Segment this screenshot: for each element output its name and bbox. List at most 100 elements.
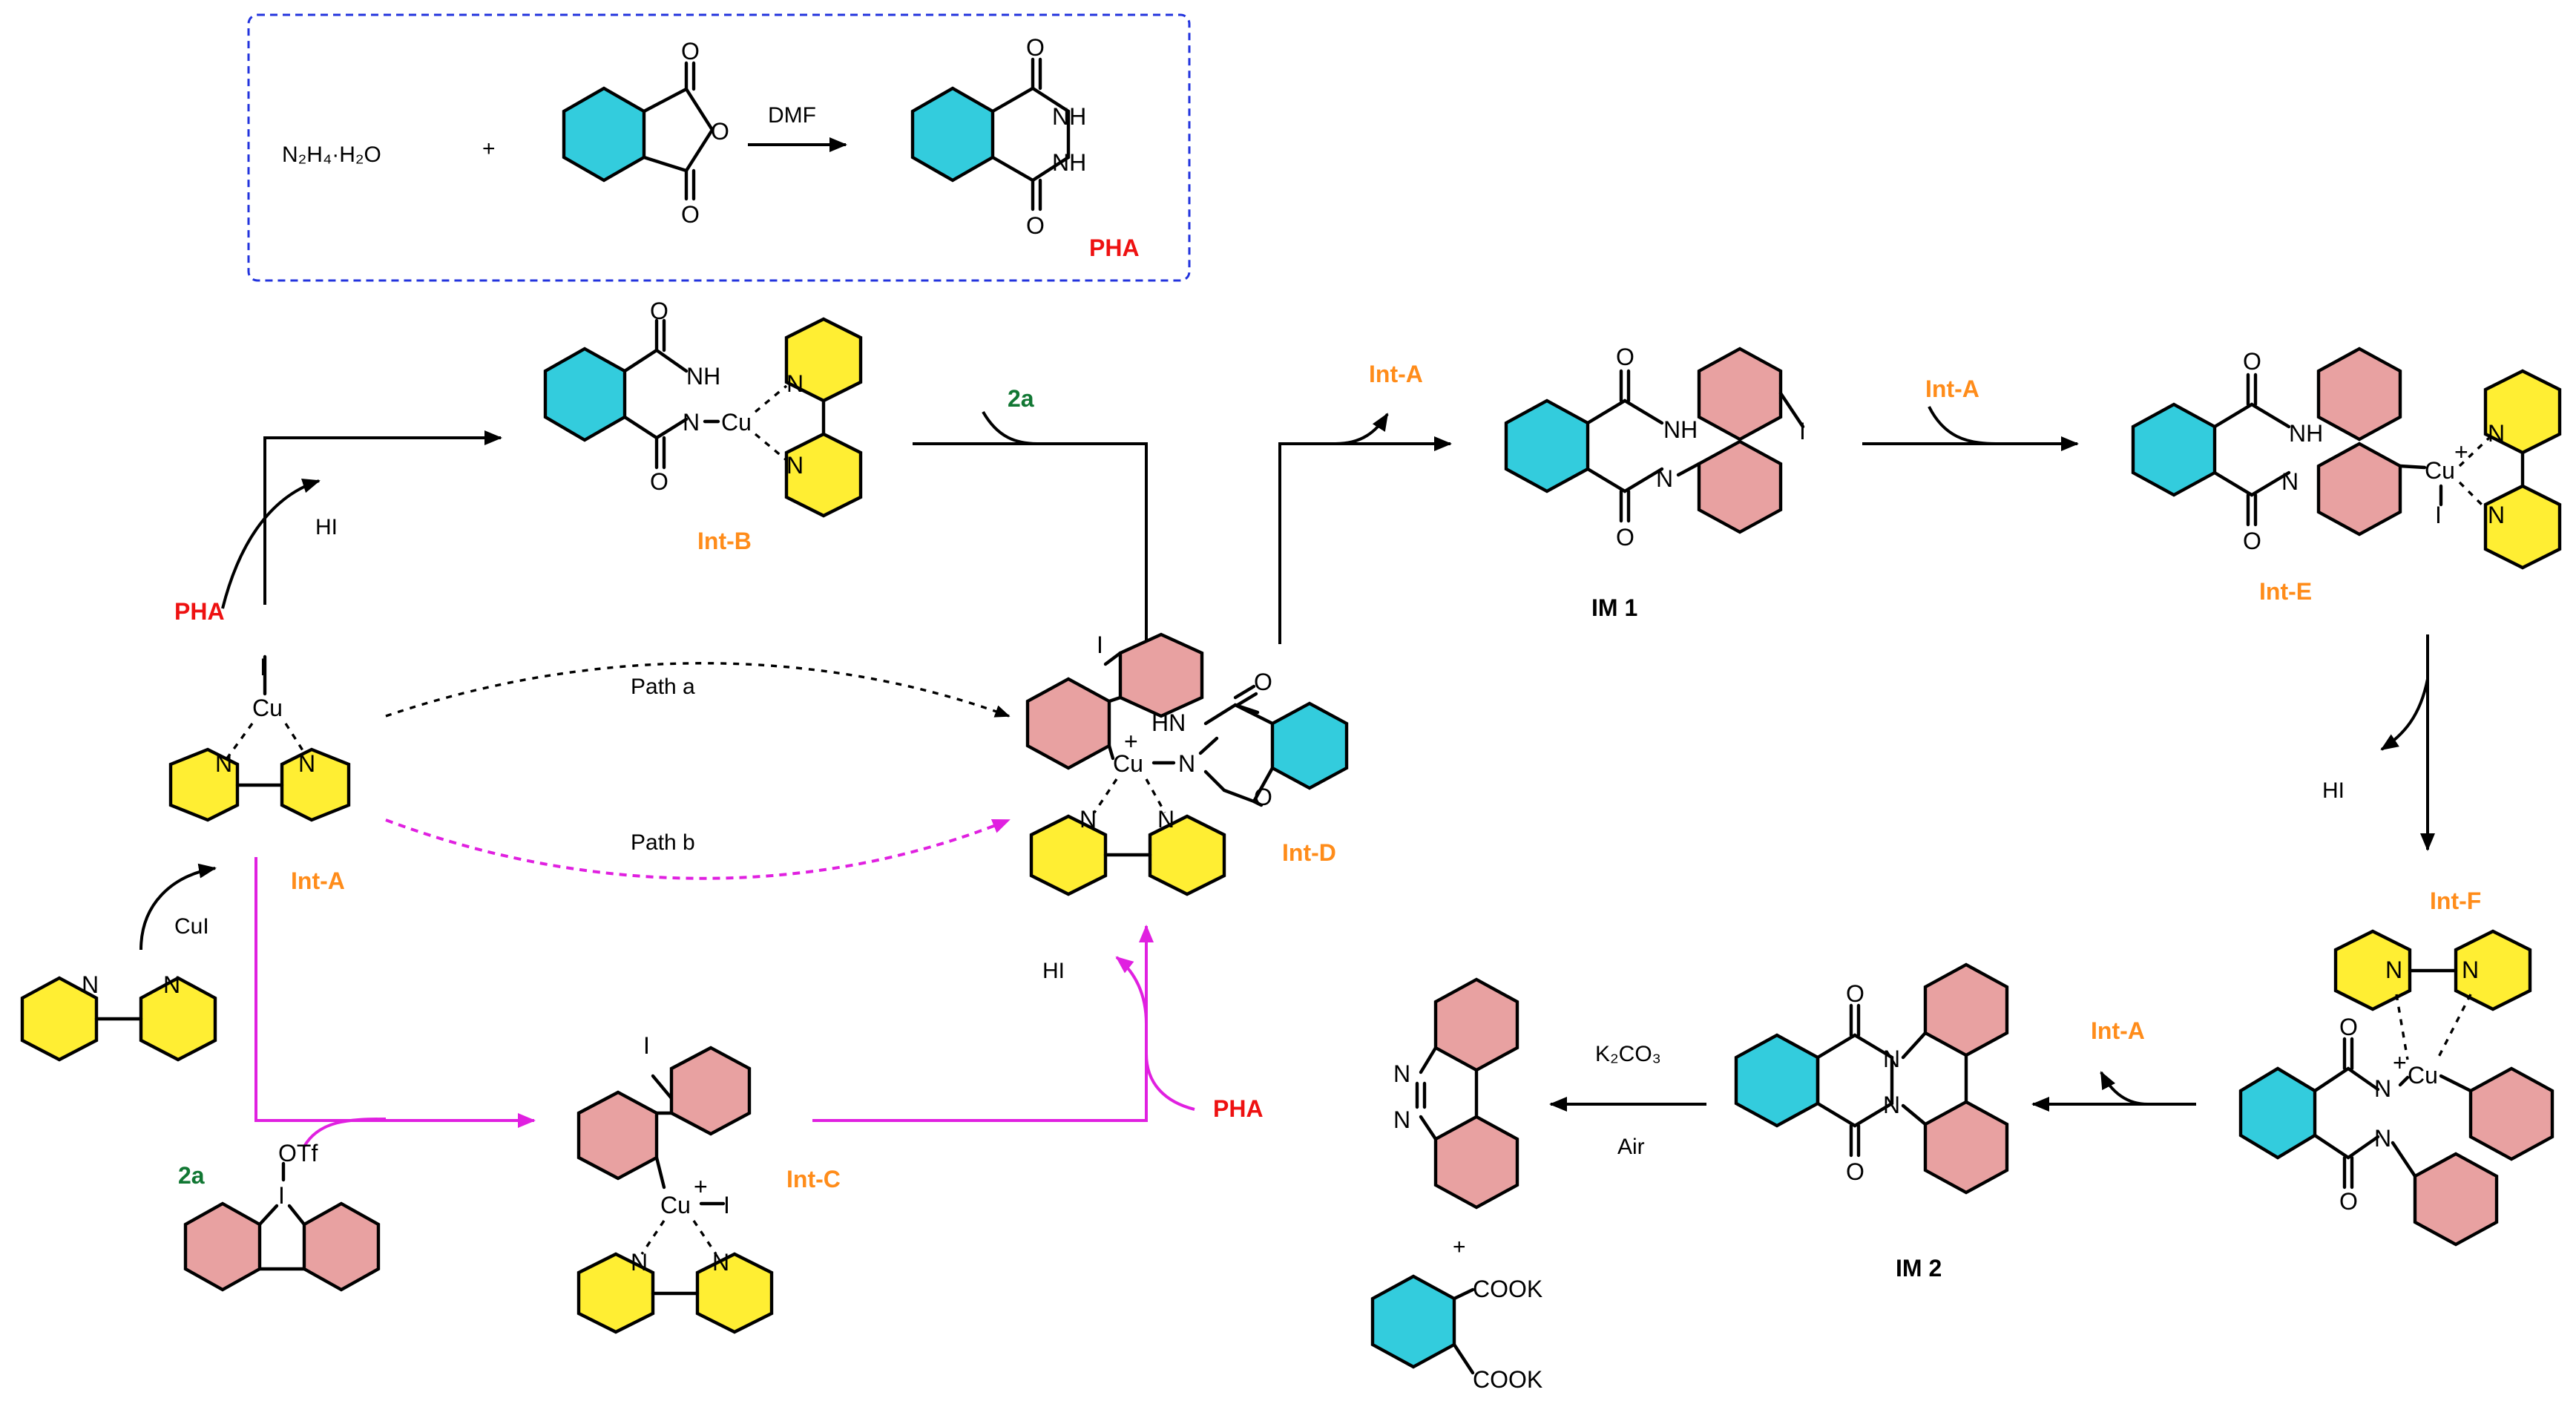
svg-text:NH: NH <box>1052 149 1086 176</box>
svg-text:NH: NH <box>2289 420 2323 447</box>
svg-text:N: N <box>2374 1075 2391 1102</box>
int-a-release-im2-curve <box>2100 1071 2149 1106</box>
int-a-label: Int-A <box>291 867 345 894</box>
svg-text:O: O <box>1616 344 1634 370</box>
svg-text:N: N <box>1883 1046 1900 1072</box>
svg-text:NH: NH <box>1052 103 1086 130</box>
hi-magenta-release-curve <box>1115 956 1148 1025</box>
svg-text:NH: NH <box>1663 416 1698 443</box>
phthalhydrazide-prep-frame <box>247 13 1191 282</box>
svg-text:COOK: COOK <box>1473 1366 1542 1393</box>
k2co3-label: K₂CO₃ <box>1595 1042 1661 1066</box>
svg-text:+: + <box>1124 728 1138 755</box>
svg-text:N: N <box>631 1249 648 1276</box>
int-a-release-curve <box>1335 413 1389 445</box>
im1-structure: O O NH N I <box>1504 344 1806 551</box>
potassium-phthalate-structure: COOK COOK <box>1370 1274 1542 1393</box>
int-d-structure: I Cu + HN N O O N N <box>1025 631 1349 896</box>
svg-text:N: N <box>786 370 804 397</box>
pha-product-label: PHA <box>1089 234 1140 261</box>
svg-text:O: O <box>2339 1014 2358 1040</box>
svg-text:N: N <box>2488 420 2505 447</box>
svg-text:O: O <box>650 468 668 495</box>
hi-release-right-curve <box>2380 678 2429 751</box>
pha-magenta-curve <box>1145 1053 1195 1111</box>
path-a-arrow <box>385 662 1011 718</box>
int-c-structure: I Cu + I N N <box>576 1032 774 1334</box>
svg-text:N: N <box>712 1249 729 1276</box>
svg-text:I: I <box>278 1182 285 1209</box>
diaryl-iodonium-2a-structure: OTf I <box>183 1140 381 1292</box>
phthalic-anhydride-structure: O O O <box>562 38 729 228</box>
pha-left-label: PHA <box>174 598 225 625</box>
pha-to-int-b-arrow <box>263 430 502 605</box>
svg-text:N: N <box>683 409 700 436</box>
svg-text:O: O <box>1846 1158 1864 1185</box>
pha-product-structure: O O NH NH <box>910 34 1086 239</box>
reagent-2a-top-label: 2a <box>1008 385 1034 412</box>
int-f-label: Int-F <box>2430 887 2481 914</box>
dmf-solvent-label: DMF <box>768 103 816 128</box>
svg-text:O: O <box>1846 980 1864 1007</box>
hi-right-label: HI <box>2322 778 2345 803</box>
svg-text:O: O <box>1026 34 1045 61</box>
svg-text:O: O <box>2243 348 2261 375</box>
int-a-structure: I Cu N N <box>168 654 351 822</box>
path-b-arrow <box>385 818 1011 880</box>
int-b-to-int-d-arrow <box>913 442 1154 683</box>
svg-text:O: O <box>681 38 700 65</box>
svg-text:N: N <box>1656 465 1673 492</box>
svg-text:N: N <box>82 971 99 998</box>
svg-text:N: N <box>2374 1125 2391 1152</box>
svg-text:+: + <box>694 1173 708 1200</box>
svg-text:I: I <box>723 1192 730 1218</box>
int-e-structure: O O NH N Cu + I N N <box>2131 347 2562 570</box>
im2-label: IM 2 <box>1896 1255 1942 1282</box>
svg-text:NH: NH <box>686 363 720 390</box>
int-c-to-int-d-path <box>812 925 1154 1122</box>
int-c-label: Int-C <box>786 1166 841 1192</box>
svg-text:OTf: OTf <box>278 1140 318 1167</box>
bipyridine-structure: N N <box>20 971 217 1062</box>
int-f-structure: N N Cu + O O N N <box>2238 929 2554 1247</box>
benzo-c-cinnoline-structure: N N <box>1393 977 1519 1210</box>
2a-addition-magenta-curve <box>303 1118 387 1148</box>
svg-text:N: N <box>1393 1060 1410 1087</box>
im1-label: IM 1 <box>1591 594 1637 621</box>
cui-label: CuI <box>174 914 209 939</box>
svg-text:O: O <box>650 298 668 324</box>
svg-text:O: O <box>1026 212 1045 239</box>
svg-text:N: N <box>2385 957 2402 983</box>
int-a-im1-arrow-label: Int-A <box>1925 375 1979 402</box>
reagent-2a-bottom-label: 2a <box>178 1162 205 1189</box>
int-d-label: Int-D <box>1282 839 1336 866</box>
int-a-to-int-c-path <box>254 857 536 1128</box>
svg-text:N: N <box>786 452 804 479</box>
im2-structure: O O N N <box>1734 962 2009 1195</box>
pha-bottom-label: PHA <box>1213 1095 1264 1122</box>
svg-text:I: I <box>1097 631 1103 658</box>
svg-text:I: I <box>1799 418 1806 444</box>
hi-mid-label: HI <box>1042 959 1065 983</box>
svg-text:COOK: COOK <box>1473 1276 1542 1302</box>
svg-text:N: N <box>1080 806 1097 833</box>
int-b-label: Int-B <box>697 528 752 554</box>
hydrazine-hydrate-text: N₂H₄·H₂O <box>282 142 381 167</box>
svg-text:O: O <box>2339 1188 2358 1215</box>
svg-text:Cu: Cu <box>2408 1062 2438 1089</box>
plus-bottom-label: + <box>1453 1235 1466 1259</box>
svg-text:N: N <box>1157 806 1174 833</box>
hi-release-curve <box>221 479 321 609</box>
svg-text:Cu: Cu <box>721 409 752 436</box>
svg-text:+: + <box>2454 439 2468 465</box>
svg-text:O: O <box>681 201 700 228</box>
svg-text:O: O <box>711 118 729 145</box>
svg-text:HN: HN <box>1151 709 1186 736</box>
path-b-label: Path b <box>631 830 695 855</box>
air-label: Air <box>1617 1135 1645 1159</box>
svg-text:O: O <box>1616 524 1634 551</box>
svg-text:N: N <box>1883 1092 1900 1118</box>
svg-text:N: N <box>1178 750 1195 777</box>
int-d-to-im1-arrow <box>1278 436 1452 644</box>
